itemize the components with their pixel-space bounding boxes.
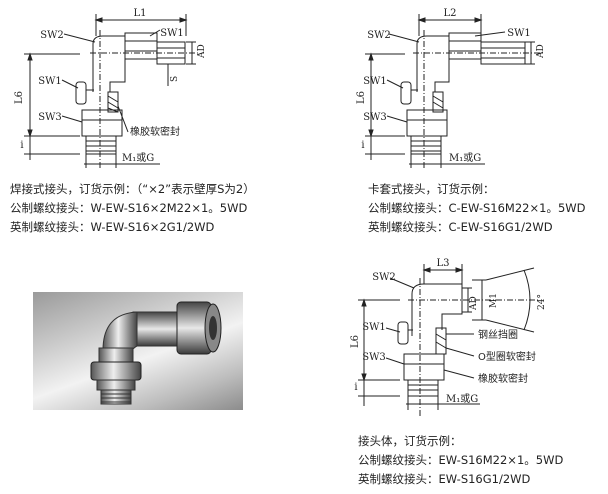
label-sw3: SW3 xyxy=(38,112,62,123)
label-sw1-side: SW1 xyxy=(363,76,387,87)
dim-angle: 24° xyxy=(537,294,547,310)
label-o-ring: O型圈软密封 xyxy=(478,350,536,363)
label-sw3: SW3 xyxy=(363,112,387,123)
elbow-fitting-photo xyxy=(33,292,243,410)
label-thread: M₁或G xyxy=(446,393,478,405)
label-rubber-seal: 橡胶软密封 xyxy=(130,125,180,138)
label-thread: M₁或G xyxy=(122,152,154,164)
label-sw1-top: SW1 xyxy=(160,28,184,39)
dim-ad: AD xyxy=(536,44,546,59)
ferrule-caption-imperial: 英制螺纹接头：C-EW-S16G1/2WD xyxy=(368,220,553,234)
dim-l3: L3 xyxy=(436,258,449,269)
weld-caption-imperial: 英制螺纹接头：W-EW-S16×2G1/2WD xyxy=(10,220,215,234)
ferrule-fitting-diagram: L2 SW2 SW1 AD L6 SW1 SW3 i M₁或G xyxy=(356,8,546,170)
label-sw1-side: SW1 xyxy=(38,76,62,87)
label-sw2: SW2 xyxy=(367,30,391,41)
weld-fitting-diagram: L1 SW2 SW1 AD S L6 SW1 SW3 i 橡胶软密封 M₁或G xyxy=(14,8,207,170)
ferrule-caption-metric: 公制螺纹接头：C-EW-S16M22×1。5WD xyxy=(368,201,586,215)
dim-ad: AD xyxy=(197,44,207,59)
label-sw3: SW3 xyxy=(362,352,386,363)
body-caption-imperial: 英制螺纹接头：EW-S16G1/2WD xyxy=(358,472,531,486)
elbow-fitting-icon xyxy=(90,301,222,405)
label-thread: M₁或G xyxy=(449,152,481,164)
body-caption: 接头体，订货示例： 公制螺纹接头：EW-S16M22×1。5WD 英制螺纹接头：… xyxy=(358,432,563,489)
label-sw1-top: SW1 xyxy=(507,28,531,39)
dim-l6: L6 xyxy=(350,335,361,348)
dim-m1: M1 xyxy=(489,293,499,308)
weld-caption: 焊接式接头，订货示例：（“×2”表示壁厚S为2） 公制螺纹接头：W-EW-S16… xyxy=(10,180,255,237)
dim-l6: L6 xyxy=(14,91,25,104)
dim-i: i xyxy=(20,140,23,151)
body-caption-metric: 公制螺纹接头：EW-S16M22×1。5WD xyxy=(358,453,564,467)
dim-l2: L2 xyxy=(443,8,456,19)
label-rubber-seal: 橡胶软密封 xyxy=(478,372,528,385)
weld-caption-metric: 公制螺纹接头：W-EW-S16×2M22×1。5WD xyxy=(10,201,248,215)
label-sw1: SW1 xyxy=(362,322,386,333)
weld-caption-title: 焊接式接头，订货示例：（“×2”表示壁厚S为2） xyxy=(10,182,255,196)
dim-i: i xyxy=(354,382,357,393)
body-fitting-diagram: L3 SW2 AD M1 24° L6 SW1 SW3 i 钢丝挡圈 O型圈软密… xyxy=(350,258,547,416)
label-steel-ring: 钢丝挡圈 xyxy=(478,328,518,341)
dim-s: S xyxy=(170,76,180,82)
body-caption-title: 接头体，订货示例： xyxy=(358,434,462,448)
label-sw2: SW2 xyxy=(40,30,64,41)
dim-i: i xyxy=(361,140,364,151)
dim-l1: L1 xyxy=(133,8,146,19)
ferrule-caption-title: 卡套式接头，订货示例： xyxy=(368,182,495,196)
ferrule-caption: 卡套式接头，订货示例： 公制螺纹接头：C-EW-S16M22×1。5WD 英制螺… xyxy=(368,180,585,237)
dim-l6: L6 xyxy=(356,91,367,104)
label-sw2: SW2 xyxy=(372,272,396,283)
dim-ad: AD xyxy=(469,296,479,311)
